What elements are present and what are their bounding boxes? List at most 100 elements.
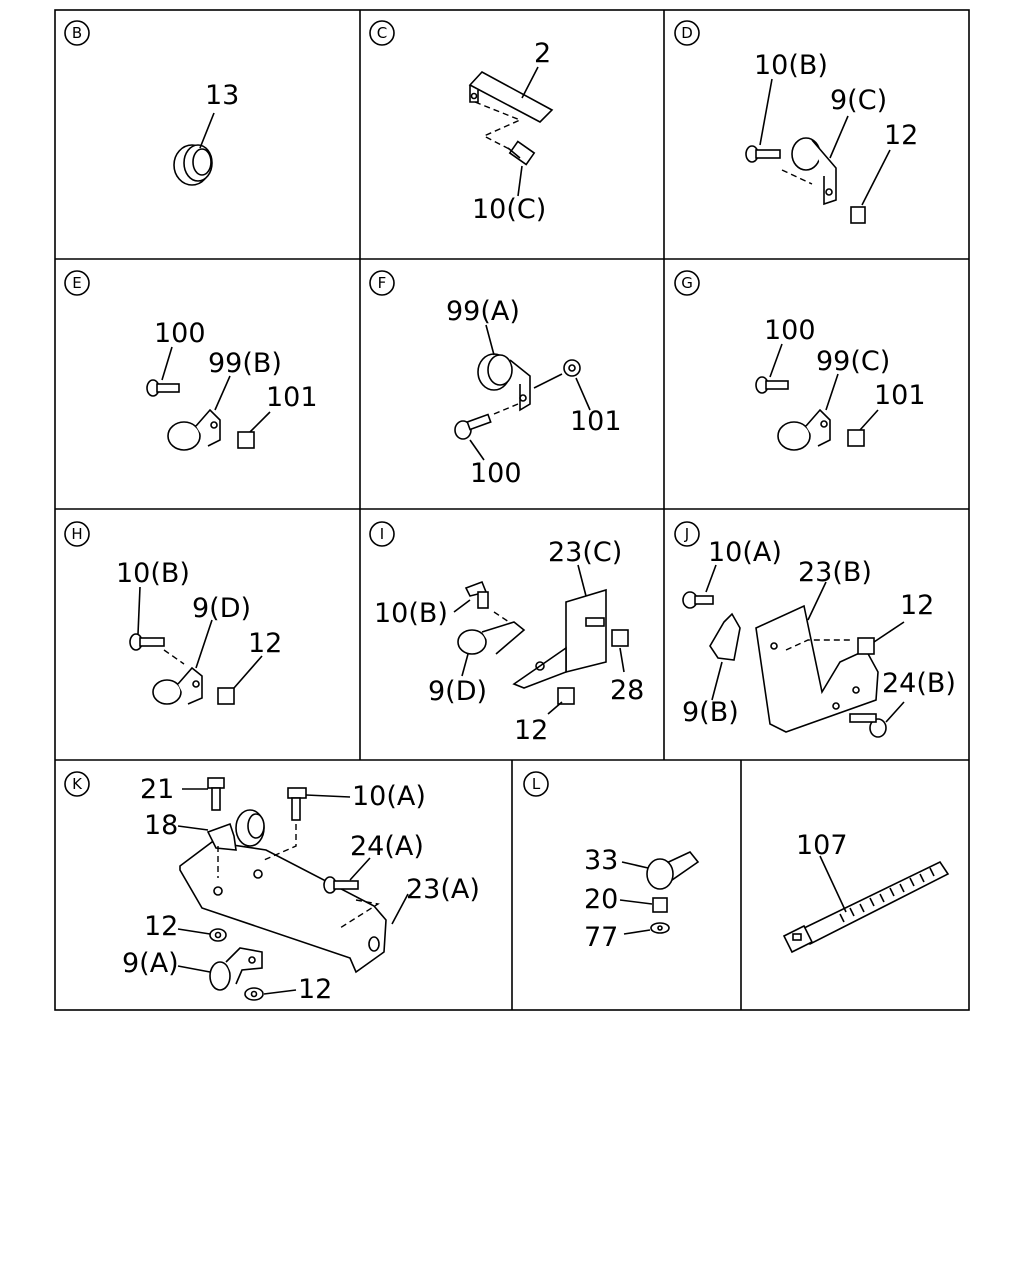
svg-text:B: B xyxy=(72,24,82,42)
part-label-24b: 24(B) xyxy=(882,668,956,699)
part-label-12: 12 xyxy=(248,628,282,659)
part-label-101: 101 xyxy=(570,406,622,437)
part-9a-clip xyxy=(209,947,263,991)
part-label-9d: 9(D) xyxy=(192,593,251,624)
part-28-nut xyxy=(585,617,629,647)
panel-g: G 100 99(C) 101 xyxy=(674,270,926,451)
part-24a-bolt xyxy=(323,876,359,894)
part-label-10a: 10(A) xyxy=(708,537,782,568)
part-label-10c: 10(C) xyxy=(472,194,546,225)
part-label-101: 101 xyxy=(874,380,926,411)
part-101-washer xyxy=(563,359,581,377)
svg-text:L: L xyxy=(532,775,541,793)
part-10a-bolt xyxy=(682,591,714,609)
part-label-99c: 99(C) xyxy=(816,346,890,377)
section-marker-h: H xyxy=(64,521,90,547)
part-label-23b: 23(B) xyxy=(798,557,872,588)
panel-f: F 99(A) 101 100 xyxy=(369,270,622,489)
part-label-9a: 9(A) xyxy=(122,948,179,979)
panel-b: B 13 xyxy=(64,20,239,186)
section-marker-l: L xyxy=(523,771,549,797)
part-label-2: 2 xyxy=(534,38,551,69)
part-label-18: 18 xyxy=(144,810,178,841)
part-9d-clip xyxy=(457,621,526,655)
part-label-28: 28 xyxy=(610,675,644,706)
part-label-23a: 23(A) xyxy=(406,874,480,905)
panel-e: E 100 99(B) 101 xyxy=(64,270,318,451)
part-10b-bolt xyxy=(745,145,781,163)
part-21-bolt xyxy=(207,777,225,811)
part-10b-bolt xyxy=(129,633,165,651)
part-18-clip xyxy=(206,809,265,851)
part-33-cap xyxy=(646,851,700,890)
panel-cable-tie: 107 xyxy=(782,830,950,954)
svg-text:E: E xyxy=(72,274,81,292)
part-12-nut xyxy=(850,206,866,224)
part-100-bolt xyxy=(146,379,180,397)
part-label-10b: 10(B) xyxy=(374,598,448,629)
part-label-10a: 10(A) xyxy=(352,781,426,812)
part-9c-clip xyxy=(791,137,837,206)
panel-h: H 10(B) 9(D) 12 xyxy=(64,521,282,705)
part-label-77: 77 xyxy=(584,922,618,953)
part-label-99b: 99(B) xyxy=(208,348,282,379)
part-10a-bolt xyxy=(287,787,307,821)
part-label-12: 12 xyxy=(514,715,548,746)
panel-d: D 10(B) 9(C) 12 xyxy=(674,20,918,224)
part-23a-bracket xyxy=(179,841,387,974)
panel-i: I 23(C) 10(B) 9(D) 28 12 xyxy=(369,521,644,746)
part-label-10b: 10(B) xyxy=(754,50,828,81)
part-label-21: 21 xyxy=(140,774,174,805)
part-10b-bolt xyxy=(464,580,489,609)
part-label-33: 33 xyxy=(584,845,618,876)
part-100-bolt xyxy=(755,376,789,394)
part-107-cable-tie xyxy=(782,860,950,954)
part-12-nut-top xyxy=(209,928,227,942)
part-12-nut xyxy=(217,687,235,705)
section-marker-i: I xyxy=(369,521,395,547)
panel-j: J 10(A) 23(B) 12 24(B) 9( xyxy=(674,521,956,738)
part-100-bolt xyxy=(454,413,492,440)
grid-lines xyxy=(54,9,970,1011)
svg-text:C: C xyxy=(377,24,387,42)
part-label-9b: 9(B) xyxy=(682,697,739,728)
part-label-13: 13 xyxy=(205,80,239,111)
part-label-100: 100 xyxy=(154,318,206,349)
svg-text:D: D xyxy=(681,24,693,42)
part-9b-clip xyxy=(709,612,741,661)
svg-text:G: G xyxy=(681,274,693,292)
part-label-100: 100 xyxy=(470,458,522,489)
section-marker-f: F xyxy=(369,270,395,296)
part-label-12: 12 xyxy=(884,120,918,151)
part-101-nut xyxy=(847,429,865,447)
section-marker-c: C xyxy=(369,20,395,46)
svg-text:H: H xyxy=(71,525,82,543)
part-label-9c: 9(C) xyxy=(830,85,887,116)
part-99c-clip xyxy=(777,408,831,451)
section-marker-d: D xyxy=(674,20,700,46)
part-12-nut xyxy=(557,687,575,705)
svg-text:K: K xyxy=(72,775,83,793)
part-label-20: 20 xyxy=(584,884,618,915)
part-24b-bolt xyxy=(849,713,887,738)
part-23c-bracket xyxy=(512,588,607,689)
part-99a-clip xyxy=(477,353,531,412)
section-marker-j: J xyxy=(674,521,700,547)
svg-text:F: F xyxy=(378,274,387,292)
svg-text:J: J xyxy=(684,525,689,543)
part-77-washer xyxy=(650,922,670,934)
part-12-nut xyxy=(857,637,875,655)
part-99b-clip xyxy=(167,408,221,451)
part-label-101: 101 xyxy=(266,382,318,413)
part-label-100: 100 xyxy=(764,315,816,346)
section-marker-e: E xyxy=(64,270,90,296)
part-label-12-bottom: 12 xyxy=(298,974,332,1005)
part-101-nut xyxy=(237,431,255,449)
part-label-12: 12 xyxy=(900,590,934,621)
part-12-nut-bottom xyxy=(244,987,264,1001)
part-20-nut xyxy=(652,897,668,913)
part-label-12-top: 12 xyxy=(144,911,178,942)
part-label-23c: 23(C) xyxy=(548,537,622,568)
section-marker-k: K xyxy=(64,771,90,797)
